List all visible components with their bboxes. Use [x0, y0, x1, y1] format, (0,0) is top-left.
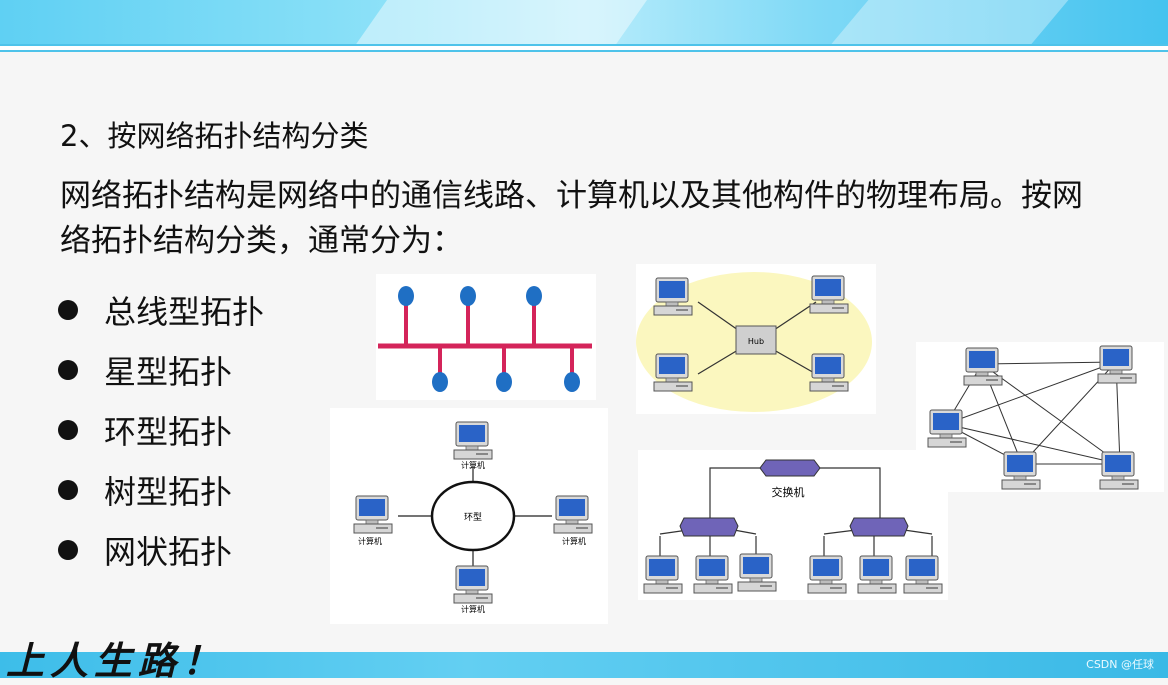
bullet-dot-icon — [58, 360, 78, 380]
header-divider — [0, 44, 1168, 52]
list-item: 网状拓扑 — [58, 520, 264, 580]
section-heading: 2、按网络拓扑结构分类 — [60, 119, 369, 153]
ring-label: 环型 — [464, 512, 482, 523]
bullet-dot-icon — [58, 480, 78, 500]
description-paragraph: 网络拓扑结构是网络中的通信线路、计算机以及其他构件的物理布局。按网络拓扑结构分类… — [60, 178, 1083, 259]
computer-label: 计算机 — [461, 604, 485, 614]
topology-list: 总线型拓扑 星型拓扑 环型拓扑 树型拓扑 网状拓扑 — [58, 280, 264, 580]
watermark: CSDN @任球 — [1086, 658, 1154, 671]
mesh-topology-diagram — [916, 342, 1164, 492]
hub-label: Hub — [748, 337, 764, 346]
list-item-label: 网状拓扑 — [104, 533, 233, 571]
slogan-text: 上人生路！ — [6, 638, 227, 683]
list-item: 环型拓扑 — [58, 400, 264, 460]
bullet-dot-icon — [58, 420, 78, 440]
bullet-dot-icon — [58, 540, 78, 560]
bottom-banner — [0, 652, 1168, 678]
list-item-label: 树型拓扑 — [104, 473, 233, 511]
list-item: 星型拓扑 — [58, 340, 264, 400]
ring-topology-diagram: 环型 计算机 计算机 计算机 计算机 — [330, 408, 608, 624]
computer-label: 计算机 — [562, 536, 586, 546]
computer-label: 计算机 — [461, 460, 485, 470]
computer-label: 计算机 — [358, 536, 382, 546]
star-topology-diagram: Hub — [636, 264, 876, 414]
top-banner — [0, 0, 1168, 52]
list-item: 树型拓扑 — [58, 460, 264, 520]
list-item: 总线型拓扑 — [58, 280, 264, 340]
switch-label: 交换机 — [772, 485, 805, 499]
list-item-label: 星型拓扑 — [104, 353, 233, 391]
bus-topology-diagram — [376, 274, 596, 400]
bullet-dot-icon — [58, 300, 78, 320]
list-item-label: 环型拓扑 — [104, 413, 233, 451]
list-item-label: 总线型拓扑 — [104, 293, 265, 331]
tree-topology-diagram: 交换机 — [638, 450, 948, 600]
